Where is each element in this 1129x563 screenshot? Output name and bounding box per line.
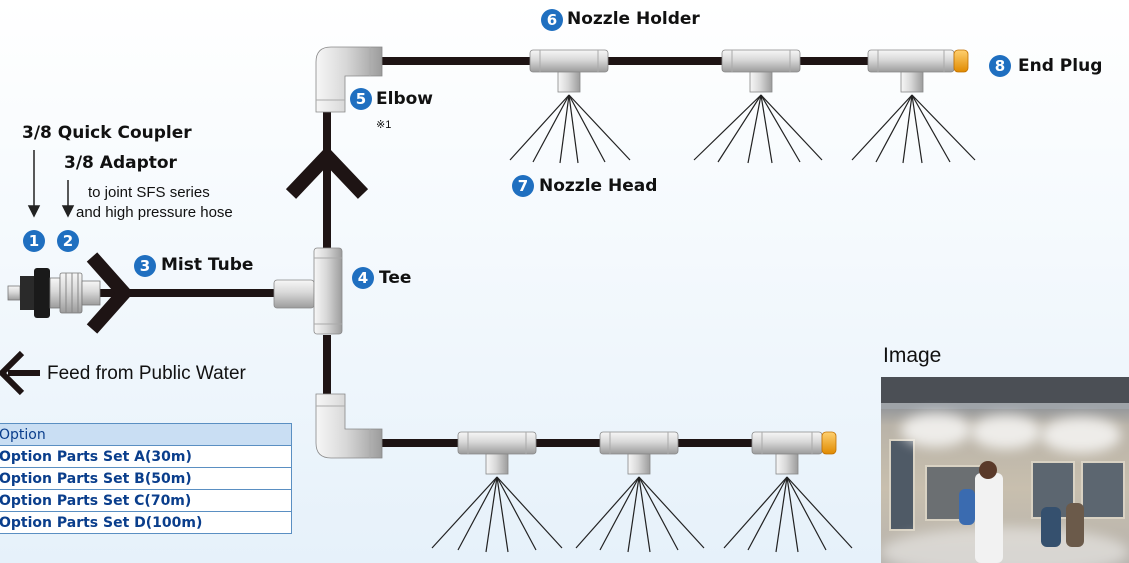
nozzle-assembly-bottom-3 bbox=[723, 431, 853, 553]
mist-tube-label: Mist Tube bbox=[161, 255, 254, 275]
end-plug-label: End Plug bbox=[1018, 56, 1103, 76]
pointer-arrows bbox=[27, 150, 75, 218]
option-row: Option Parts Set A(30m) bbox=[0, 445, 292, 468]
flow-arrows bbox=[86, 145, 369, 334]
quick-coupler-fitting bbox=[7, 268, 61, 318]
badge-6: 6 bbox=[541, 9, 563, 31]
elbow-fitting-top bbox=[315, 46, 383, 113]
tee-label: Tee bbox=[379, 268, 412, 288]
nozzle-assembly-bottom-2 bbox=[575, 431, 705, 553]
quick-coupler-label: 3/8 Quick Coupler bbox=[22, 123, 192, 143]
badge-5: 5 bbox=[350, 88, 372, 110]
nozzle-holder-label: Nozzle Holder bbox=[567, 9, 700, 29]
option-row-a: Option Parts Set A(30m) bbox=[0, 445, 292, 468]
badge-8: 8 bbox=[989, 55, 1011, 77]
adaptor-fitting bbox=[59, 272, 101, 314]
tee-fitting bbox=[273, 247, 343, 335]
nozzle-assembly-top-2 bbox=[693, 49, 823, 164]
option-table: Option Option Parts Set A(30m) Option Pa… bbox=[0, 423, 292, 534]
feed-arrow bbox=[0, 350, 40, 396]
badge-7: 7 bbox=[512, 175, 534, 197]
badge-1: 1 bbox=[23, 230, 45, 252]
badge-2: 2 bbox=[57, 230, 79, 252]
nozzle-assembly-top-3 bbox=[851, 49, 976, 164]
option-table-header-row: Option bbox=[0, 423, 292, 446]
elbow-footnote: ※1 bbox=[376, 119, 392, 131]
adaptor-note-line-1: to joint SFS series bbox=[88, 184, 210, 201]
adaptor-label: 3/8 Adaptor bbox=[64, 153, 177, 173]
option-table-header: Option bbox=[0, 423, 292, 446]
feed-label: Feed from Public Water bbox=[47, 363, 246, 384]
option-row-c: Option Parts Set C(70m) bbox=[0, 489, 292, 512]
option-row: Option Parts Set D(100m) bbox=[0, 511, 292, 534]
badge-4: 4 bbox=[352, 267, 374, 289]
nozzle-assembly-top-1 bbox=[509, 49, 631, 164]
option-row-b: Option Parts Set B(50m) bbox=[0, 467, 292, 490]
adaptor-note-line-2: and high pressure hose bbox=[76, 204, 233, 221]
option-row: Option Parts Set C(70m) bbox=[0, 489, 292, 512]
elbow-fitting-bottom bbox=[315, 393, 383, 459]
image-title: Image bbox=[883, 344, 942, 367]
option-row-d: Option Parts Set D(100m) bbox=[0, 511, 292, 534]
example-photo bbox=[881, 377, 1129, 563]
nozzle-assembly-bottom-1 bbox=[431, 431, 563, 553]
elbow-label: Elbow bbox=[376, 89, 433, 109]
badge-3: 3 bbox=[134, 255, 156, 277]
nozzle-head-label: Nozzle Head bbox=[539, 176, 658, 196]
option-row: Option Parts Set B(50m) bbox=[0, 467, 292, 490]
